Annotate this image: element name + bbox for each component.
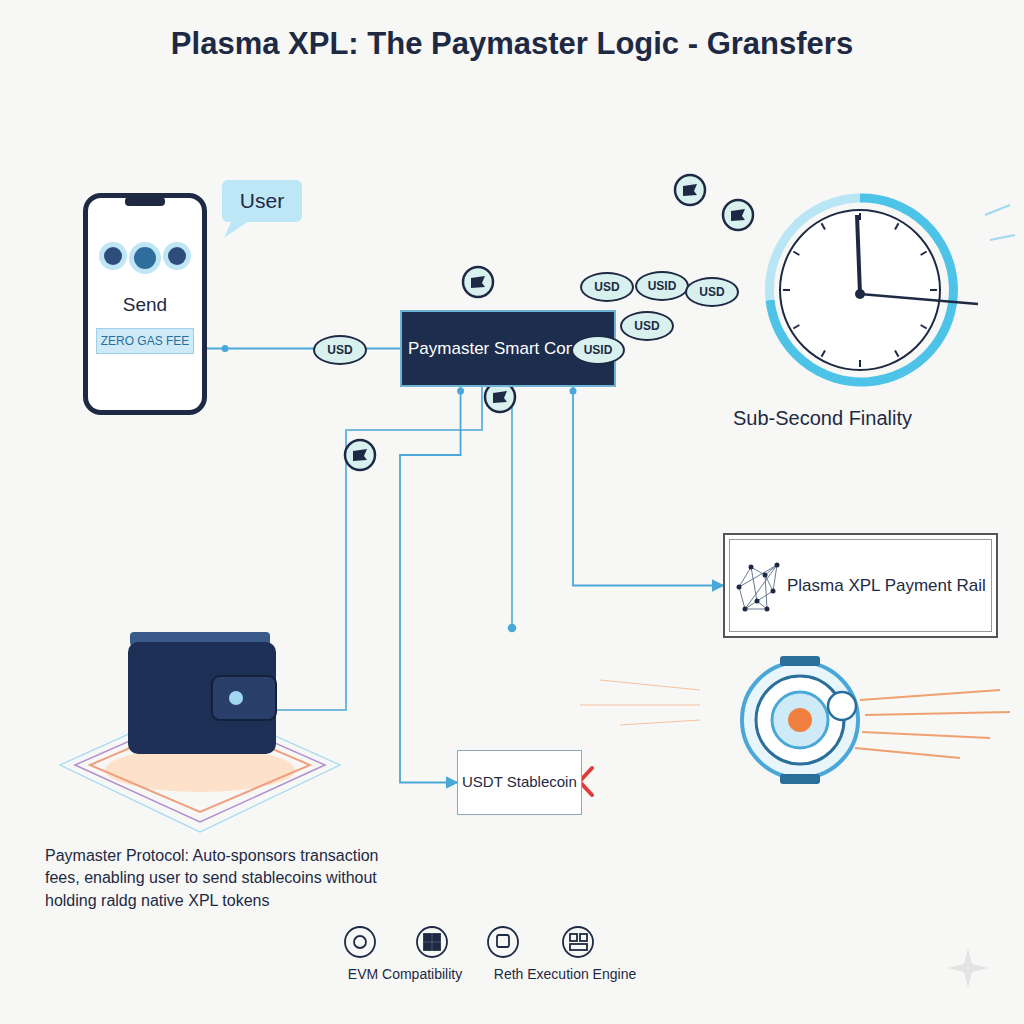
connector <box>573 387 723 586</box>
sparkle <box>948 948 988 988</box>
phone-notch <box>125 197 165 206</box>
phone-body <box>83 193 207 415</box>
fee-badge: ZERO GAS FEE <box>96 328 194 354</box>
node-text: User <box>240 189 284 213</box>
usd-coin: USD <box>685 277 739 307</box>
connector <box>400 387 461 783</box>
text-label: Sub-Second Finality <box>733 407 912 430</box>
payment-rail-box: Plasma XPL Payment Rail <box>723 533 998 638</box>
leader-lines <box>276 387 516 710</box>
connector-dot <box>570 388 577 395</box>
network-icon <box>733 557 785 617</box>
node-text: USDT Stablecoin <box>462 773 577 792</box>
usd-coin: USD <box>580 272 634 302</box>
text-label: Reth Execution Engine <box>470 966 660 982</box>
usd-coin: USD <box>620 311 674 341</box>
node-text: USD <box>327 343 352 357</box>
phone: SendZERO GAS FEE <box>83 193 207 415</box>
engine <box>580 656 1010 784</box>
connector-dot <box>457 388 464 395</box>
node-text: Plasma XPL Payment Rail <box>787 575 986 596</box>
clock <box>769 198 1015 382</box>
user-bubble: User <box>222 180 302 222</box>
node-text: USID <box>584 343 613 357</box>
xpl-tokens <box>345 175 753 470</box>
wallet <box>60 632 340 832</box>
bubble-tail <box>224 220 250 238</box>
node-text: USD <box>634 319 659 333</box>
stablecoin-box: USDT Stablecoin <box>457 750 582 815</box>
node-text: ZERO GAS FEE <box>101 334 190 348</box>
node-text: USID <box>648 279 677 293</box>
feature-icons <box>345 927 593 957</box>
connector <box>207 348 400 350</box>
usd-coin: USD <box>313 335 367 365</box>
node-text: USD <box>594 280 619 294</box>
node-text: USD <box>699 285 724 299</box>
usd-coin: USID <box>571 335 625 365</box>
title: Plasma XPL: The Paymaster Logic - Gransf… <box>0 26 1024 62</box>
app-icons <box>99 242 191 274</box>
connector-dot <box>222 345 229 352</box>
node-text: Send <box>123 294 167 316</box>
caption: Paymaster Protocol: Auto-sponsors transa… <box>45 845 380 912</box>
text-label: EVM Compatibility <box>305 966 505 982</box>
usd-coin: USID <box>635 271 689 301</box>
